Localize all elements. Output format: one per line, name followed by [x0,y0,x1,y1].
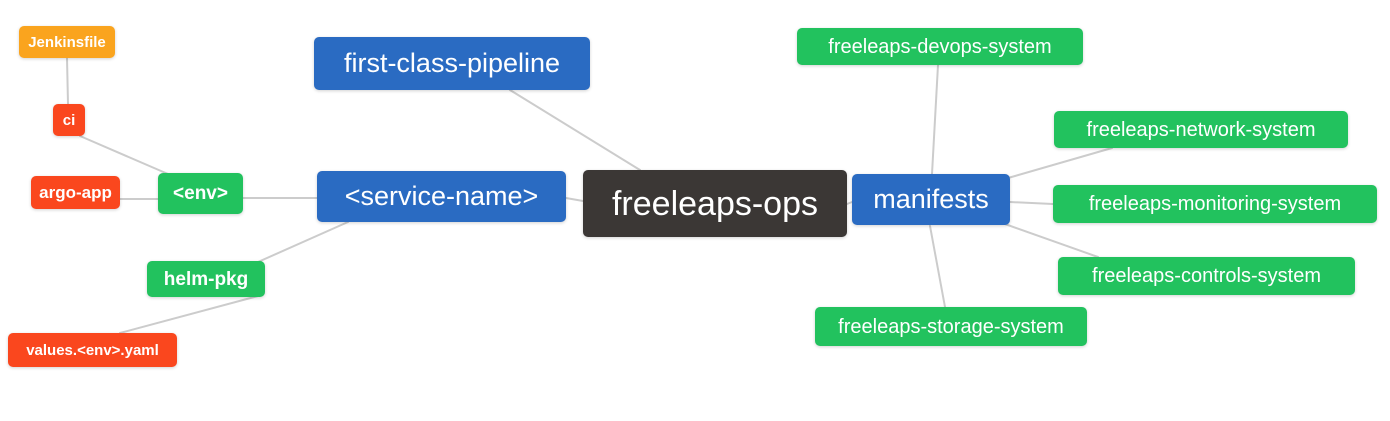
node-freeleaps-controls-system-label: freeleaps-controls-system [1092,265,1321,287]
node-ci[interactable]: ci [53,104,85,136]
node-manifests-label: manifests [873,184,989,214]
connector-line-servicename-helmpkg [257,221,349,263]
node-first-class-pipeline-label: first-class-pipeline [343,48,561,78]
node-freeleaps-monitoring-system-label: freeleaps-monitoring-system [1088,193,1342,215]
node-ci-label: ci [62,111,76,129]
node-freeleaps-storage-system-label: freeleaps-storage-system [838,315,1064,338]
node-freeleaps-devops-system[interactable]: freeleaps-devops-system [797,28,1083,65]
node-helm-pkg-label: helm-pkg [163,268,249,290]
connector-line-manifests-controls [1004,223,1099,258]
connector-line-manifests-monitoring [1009,201,1054,205]
node-jenkinsfile[interactable]: Jenkinsfile [19,26,115,58]
node-freeleaps-storage-system[interactable]: freeleaps-storage-system [815,307,1087,346]
node-freeleaps-monitoring-system[interactable]: freeleaps-monitoring-system [1053,185,1377,223]
node-helm-pkg[interactable]: helm-pkg [147,261,265,297]
node-argo-app[interactable]: argo-app [31,176,120,209]
node-env[interactable]: <env> [158,173,243,214]
node-env-label: <env> [173,183,228,204]
node-values-env-yaml[interactable]: values.<env>.yaml [8,333,177,367]
connector-line-ci-env [79,135,169,175]
connector-line-ops-manifests [846,201,853,205]
node-service-name-label: <service-name> [344,181,539,211]
node-manifests[interactable]: manifests [852,174,1010,225]
connector-line-servicename-ops [565,197,584,202]
node-freeleaps-network-system[interactable]: freeleaps-network-system [1054,111,1348,148]
node-freeleaps-ops[interactable]: freeleaps-ops [583,170,847,237]
connector-line-pipeline-ops [509,89,641,171]
node-first-class-pipeline[interactable]: first-class-pipeline [314,37,590,90]
node-freeleaps-network-system-label: freeleaps-network-system [1086,118,1316,141]
node-freeleaps-ops-label: freeleaps-ops [611,184,818,223]
connector-line-jenkinsfile-ci [66,57,69,105]
node-freeleaps-controls-system[interactable]: freeleaps-controls-system [1058,257,1355,295]
connector-line-manifests-network [1007,147,1113,179]
node-values-env-yaml-label: values.<env>.yaml [26,341,159,359]
node-jenkinsfile-label: Jenkinsfile [28,33,106,51]
node-argo-app-label: argo-app [39,183,112,202]
node-service-name[interactable]: <service-name> [317,171,566,222]
node-freeleaps-devops-system-label: freeleaps-devops-system [828,35,1052,58]
connector-line-manifests-devops [931,64,939,175]
connector-line-helmpkg-values [119,295,259,334]
connector-line-manifests-storage [929,225,946,308]
